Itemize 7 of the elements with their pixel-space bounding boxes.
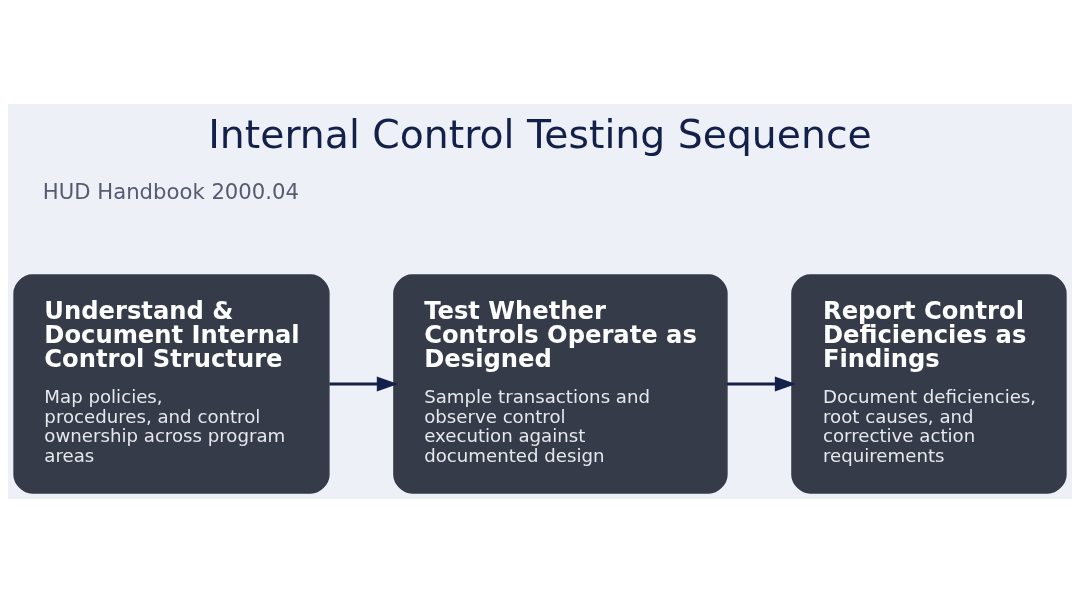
- node-box: Report Control Deficiencies as Findings Document deficiencies, root causes, and corrective action requirements: [791, 274, 1067, 494]
- label: HUD Handbook 2000.04: [42, 178, 299, 204]
- node-box: Test Whether Controls Operate as Designed Sample transactions and observe control execution against documented design: [393, 274, 728, 494]
- node-box: Understand & Document Internal Control Structure Map policies, procedures, and control ownership across program areas: [13, 274, 330, 494]
- diagram-title: Internal Control Testing Sequence: [208, 110, 872, 157]
- arrow: [727, 376, 797, 392]
- arrow: [329, 376, 399, 392]
